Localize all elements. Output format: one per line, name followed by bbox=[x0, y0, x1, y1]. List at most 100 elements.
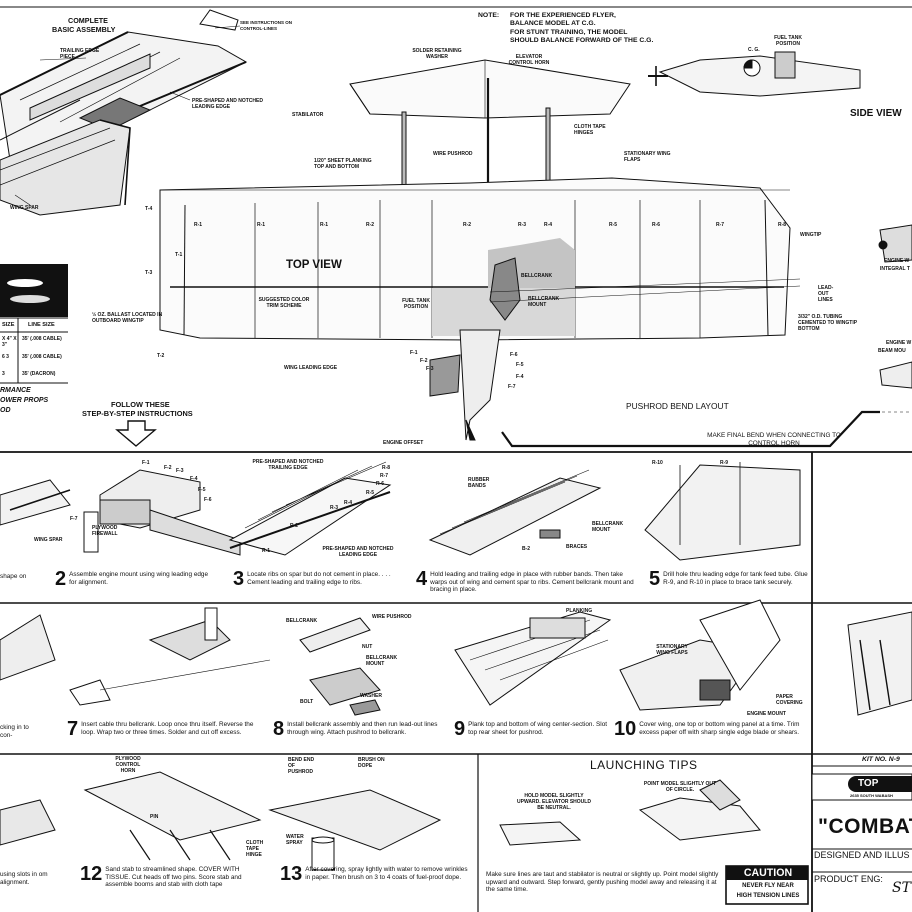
rib-label: F-4 bbox=[516, 374, 524, 380]
step-5-body: Drill hole thru leading edge for tank fe… bbox=[663, 571, 808, 586]
rib-label: R-1 bbox=[320, 222, 329, 228]
step8-wire-pushrod-label: WIRE PUSHROD bbox=[372, 614, 412, 620]
step-4-number: 4 bbox=[416, 568, 428, 590]
pin-label: PIN bbox=[150, 814, 159, 820]
step3-le-label: PRE-SHAPED AND NOTCHED LEADING EDGE bbox=[322, 546, 394, 558]
rib-label: F-3 bbox=[426, 366, 434, 372]
f-label: F-4 bbox=[190, 476, 198, 482]
brand-logo: TOP bbox=[848, 776, 912, 792]
rib-label: F-1 bbox=[410, 350, 418, 356]
note-text: FOR THE EXPERIENCED FLYER, BALANCE MODEL… bbox=[510, 12, 653, 46]
caution-line-1: NEVER FLY NEAR bbox=[742, 883, 794, 889]
top-view-title: TOP VIEW bbox=[286, 259, 342, 271]
table-line-cell: 35' (.008 CABLE) bbox=[22, 354, 62, 360]
lead-out-label: LEAD-OUT LINES bbox=[818, 285, 834, 303]
cg-label: C. G. bbox=[748, 47, 760, 53]
suggested-color-label: SUGGESTED COLOR TRIM SCHEME bbox=[258, 297, 310, 309]
step3-r-label: R-4 bbox=[344, 500, 353, 506]
rib-label: F-7 bbox=[508, 384, 516, 390]
step-1-body: shape on bbox=[0, 573, 27, 580]
rib-label: R-3 bbox=[518, 222, 527, 228]
pushrod-bend-title: PUSHROD BEND LAYOUT bbox=[626, 401, 729, 411]
step-6-body: cking in to con- bbox=[0, 724, 29, 739]
table-size-header: SIZE bbox=[2, 322, 15, 328]
step3-r-label: R-1 bbox=[262, 548, 271, 554]
nut-label: NUT bbox=[362, 644, 373, 650]
designed-label: DESIGNED AND ILLUS bbox=[814, 850, 910, 860]
wire-pushrod-label: WIRE PUSHROD bbox=[433, 151, 473, 157]
solder-washer-label: SOLDER RETAINING WASHER bbox=[412, 48, 462, 60]
ballast-label: ½ OZ. BALLAST LOCATED IN OUTBOARD WINGTI… bbox=[92, 312, 163, 324]
step-9-text: 9 Plank top and bottom of wing center-se… bbox=[454, 719, 610, 739]
trailing-edge-piece-label: TRAILING EDGE PIECE bbox=[60, 48, 100, 60]
engine-w-label: ENGINE W bbox=[884, 258, 910, 264]
step-5-number: 5 bbox=[649, 568, 661, 590]
rib-label: R-1 bbox=[257, 222, 266, 228]
step3-r-label: R-3 bbox=[330, 505, 339, 511]
rib-label: R-8 bbox=[778, 222, 787, 228]
water-spray-label: WATER SPRAY bbox=[286, 834, 304, 846]
caution-line-2: HIGH TENSION LINES bbox=[736, 893, 800, 899]
stationary-flaps-label: STATIONARY WING FLAPS bbox=[624, 151, 671, 163]
step-12-text: 12 Sand stab to streamlined shape. COVER… bbox=[80, 863, 260, 889]
paper-covering-label: PAPER COVERING bbox=[776, 694, 803, 706]
washer-label: WASHER bbox=[360, 693, 382, 699]
plywood-firewall-label: PLYWOOD FIREWALL bbox=[92, 525, 118, 537]
table-line-cell: 35' (DACRON) bbox=[22, 371, 56, 377]
step3-r-label: R-2 bbox=[290, 523, 299, 529]
elevator-horn-label: ELEVATOR CONTROL HORN bbox=[508, 54, 550, 66]
step10-flaps-label: STATIONARY WING FLAPS bbox=[656, 644, 688, 656]
step-2-body: Assemble engine mount using wing leading… bbox=[69, 571, 209, 586]
step-2-number: 2 bbox=[55, 568, 67, 590]
note-line-1: FOR THE EXPERIENCED FLYER, bbox=[510, 12, 616, 19]
rib-label: R-1 bbox=[194, 222, 203, 228]
wing-le-label: WING LEADING EDGE bbox=[284, 365, 338, 371]
note-title: NOTE: bbox=[478, 12, 500, 19]
step-12-number: 12 bbox=[80, 863, 103, 885]
hold-model-label: HOLD MODEL SLIGHTLY UPWARD. ELEVATOR SHO… bbox=[517, 793, 591, 811]
wing-top-view bbox=[159, 177, 801, 441]
note-line-3: FOR STUNT TRAINING, THE MODEL bbox=[510, 28, 628, 36]
table-line-size-header: LINE SIZE bbox=[28, 322, 55, 328]
brand-logo-text: TOP bbox=[858, 778, 879, 789]
address-label: 2635 South Wabash bbox=[850, 793, 893, 798]
product-eng-label: PRODUCT ENG: bbox=[814, 874, 883, 884]
rib-label: R-4 bbox=[544, 222, 553, 228]
performance-note-1: RMANCE bbox=[0, 387, 31, 394]
rib-label: F-2 bbox=[420, 358, 428, 364]
sheet-planking-label: 1/20" SHEET PLANKING TOP AND BOTTOM bbox=[314, 158, 372, 170]
side-view-drawing bbox=[648, 51, 861, 97]
step-4-body: Hold leading and trailing edge in place … bbox=[430, 571, 634, 594]
signature: St bbox=[892, 880, 911, 896]
rib-label: R-2 bbox=[366, 222, 375, 228]
follow-title: FOLLOW THESE bbox=[111, 400, 170, 409]
combat-title: "COMBAT bbox=[818, 815, 912, 838]
performance-note-3: OD bbox=[0, 407, 11, 414]
rib-label: T-2 bbox=[157, 353, 165, 359]
step8-mount-label: BELLCRANK MOUNT bbox=[366, 655, 398, 667]
basic-assembly-drawing bbox=[0, 9, 248, 216]
stabilator-drawing bbox=[349, 59, 631, 345]
f7-label: F-7 bbox=[70, 516, 78, 522]
step-by-step-title: STEP-BY-STEP INSTRUCTIONS bbox=[82, 409, 193, 418]
f-label: F-5 bbox=[198, 487, 206, 493]
bolt-label: BOLT bbox=[300, 699, 314, 705]
bend-end-label: BEND END OF PUSHROD bbox=[288, 757, 315, 775]
step-13-number: 13 bbox=[280, 863, 303, 885]
step3-r-label: R-7 bbox=[380, 473, 389, 479]
rib-label: F-6 bbox=[510, 352, 518, 358]
plywood-horn-label: PLYWOOD CONTROL HORN bbox=[115, 756, 141, 774]
step-6-text: cking in to con- bbox=[0, 724, 30, 739]
caution-title: CAUTION bbox=[743, 867, 793, 879]
f-label: F-2 bbox=[164, 465, 172, 471]
step-11-text: using slots in om alignment. bbox=[0, 871, 50, 886]
basic-assembly-title: BASIC ASSEMBLY bbox=[52, 25, 116, 34]
beam-mou-label: BEAM MOU bbox=[878, 348, 906, 354]
integral-t-label: INTEGRAL T bbox=[880, 266, 910, 272]
table-line-cell: 35' (.008 CABLE) bbox=[22, 336, 62, 342]
step-10-number: 10 bbox=[614, 718, 637, 740]
step3-r-label: R-6 bbox=[376, 481, 385, 487]
rib-label: F-5 bbox=[516, 362, 524, 368]
step-2-text: 2 Assemble engine mount using wing leadi… bbox=[55, 568, 215, 590]
final-bend-label: MAKE FINAL BEND WHEN CONNECTING TO CONTR… bbox=[707, 432, 841, 447]
